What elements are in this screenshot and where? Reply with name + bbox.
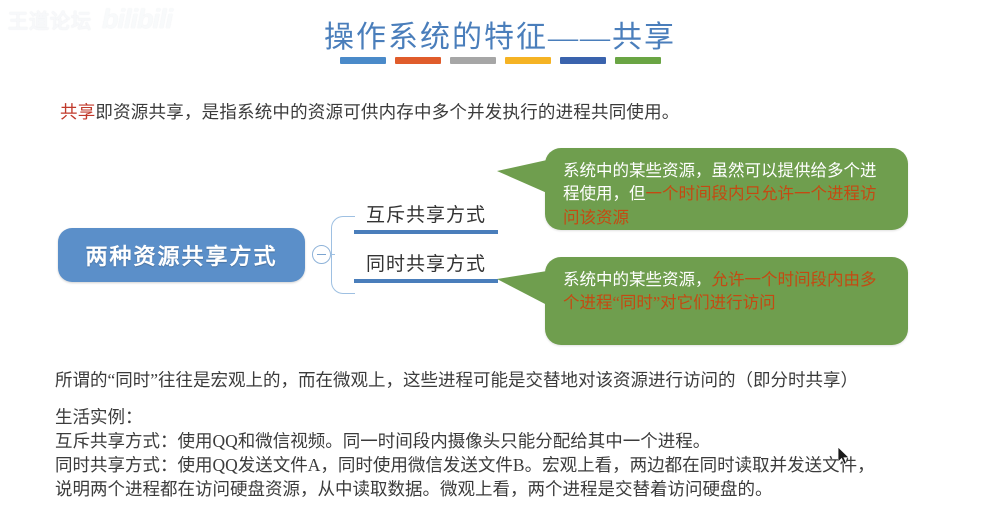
bottom-line-2: 生活实例：	[55, 407, 143, 427]
bottom-line-3: 互斥共享方式：使用QQ和微信视频。同一时间段内摄像头只能分配给其中一个进程。	[55, 431, 711, 451]
title-bar-4	[560, 57, 606, 64]
callout-mutual-exclusive: 系统中的某些资源，虽然可以提供给多个进程使用，但一个时间段内只允许一个进程访问该…	[497, 148, 908, 230]
intro-paragraph: 共享即资源共享，是指系统中的资源可供内存中多个并发执行的进程共同使用。	[60, 99, 680, 124]
callout-tail-icon	[497, 160, 547, 193]
mindmap-branch-mutual-exclusive[interactable]: 互斥共享方式	[354, 200, 498, 234]
mindmap-root-node[interactable]: 两种资源共享方式	[58, 228, 305, 282]
callout-tail-icon	[497, 271, 547, 305]
page-title: 操作系统的特征——共享	[324, 21, 676, 54]
intro-rest: 即资源共享，是指系统中的资源可供内存中多个并发执行的进程共同使用。	[95, 102, 680, 122]
bottom-line-4: 同时共享方式：使用QQ发送文件A，同时使用微信发送文件B。宏观上看，两边都在同时…	[55, 455, 875, 475]
bottom-line-5: 说明两个进程都在访问硬盘资源，从中读取数据。微观上看，两个进程是交替着访问硬盘的…	[55, 479, 773, 499]
title-bar-5	[615, 57, 661, 64]
mindmap-root-label: 两种资源共享方式	[85, 244, 278, 269]
mindmap-connector-stub	[330, 253, 335, 256]
intro-keyword: 共享	[60, 102, 96, 122]
title-bar-3	[505, 57, 551, 64]
title-bar-1	[395, 57, 441, 64]
callout-2-plain: 系统中的某些资源，	[563, 270, 712, 289]
title-bar-2	[450, 57, 496, 64]
callout-simultaneous: 系统中的某些资源，允许一个时间段内由多个进程“同时”对它们进行访问	[497, 257, 908, 345]
callout-2-highlight: 允许一个时间段内由多个进程“同时”对它们进行访问	[563, 270, 877, 313]
callout-1-plain: 系统中的某些资源，虽然可以提供给多个进程使用，但	[563, 161, 877, 204]
mindmap-branch-simultaneous[interactable]: 同时共享方式	[354, 249, 498, 283]
mindmap-connector-bracket	[331, 216, 355, 294]
minus-circle-icon[interactable]	[312, 245, 331, 264]
bottom-line-1: 所谓的“同时”往往是宏观上的，而在微观上，这些进程可能是交替地对该资源进行访问的…	[55, 370, 859, 390]
callout-1-highlight: 一个时间段内只允许一个进程访问该资源	[563, 184, 877, 227]
title-bar-0	[340, 57, 386, 64]
title-decoration-bars	[340, 57, 661, 64]
